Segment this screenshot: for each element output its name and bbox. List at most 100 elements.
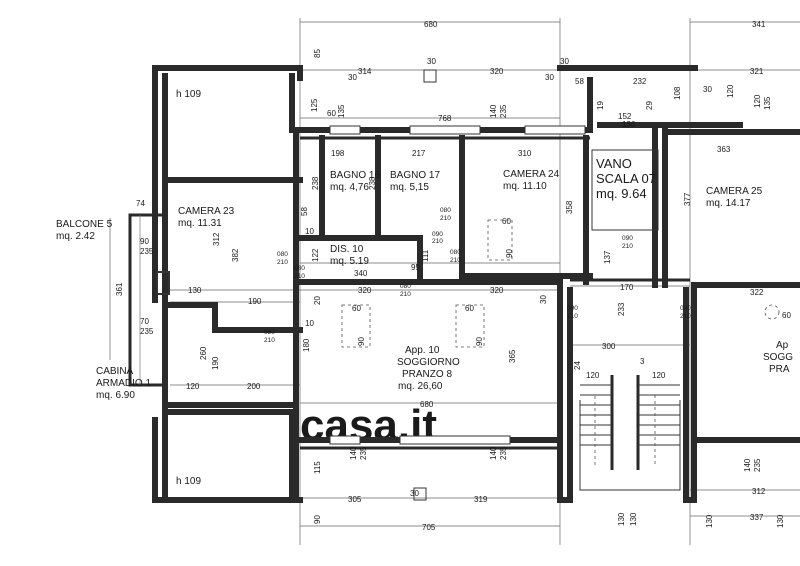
dim-text: 320 <box>490 67 504 76</box>
label-soggiorno-area: mq. 26,60 <box>398 381 443 392</box>
opening-text: 210 <box>264 337 275 344</box>
dim-text: 152 <box>618 112 632 121</box>
dim-text: 60 <box>352 304 361 313</box>
dim-text: 90 <box>313 515 322 524</box>
label-vano-line1: VANO <box>596 156 632 171</box>
dim-text: 322 <box>750 288 764 297</box>
dim-text: 74 <box>136 199 145 208</box>
label-camera24-area: mq. 11.10 <box>503 181 547 192</box>
dim-text: 680 <box>424 20 438 29</box>
dim-text: 140 <box>349 446 358 460</box>
opening-text: 210 <box>567 313 578 320</box>
dim-text: 238 <box>311 176 320 190</box>
dim-text: 235 <box>140 247 154 256</box>
dim-text: 70 <box>140 317 149 326</box>
dim-text: 29 <box>645 101 654 110</box>
dim-text: 20 <box>313 296 322 305</box>
dim-text: 361 <box>115 282 124 296</box>
opening-text: 210 <box>450 257 461 264</box>
opening-labels: 080 210 080 210 080 210 080 210 090 210 … <box>264 57 691 498</box>
stair-treads <box>580 384 680 465</box>
opening-text: 30 <box>348 73 357 82</box>
dim-text: 170 <box>620 283 634 292</box>
opening-text: 090 <box>567 305 578 312</box>
dim-text: 125 <box>310 98 319 112</box>
label-camera25-name: CAMERA 25 <box>706 186 763 197</box>
dim-text: 705 <box>422 523 436 532</box>
dim-text: 60 <box>782 311 791 320</box>
dim-text: 382 <box>231 248 240 262</box>
dim-text: 137 <box>603 250 612 264</box>
label-camera25-area: mq. 14.17 <box>706 198 751 209</box>
dim-text: 130 <box>629 512 638 526</box>
dim-text: 377 <box>683 192 692 206</box>
dim-text: 58 <box>300 207 309 216</box>
opening-text: 210 <box>622 243 633 250</box>
label-right-line1: Ap <box>776 340 789 351</box>
dim-text: 238 <box>368 176 377 190</box>
dim-text: 120 <box>186 382 200 391</box>
opening-text: 080 <box>440 207 451 214</box>
dim-text: 365 <box>508 349 517 363</box>
label-cabina-line1: CABINA <box>96 366 134 377</box>
opening-text: 080 <box>450 249 461 256</box>
dim-text: 341 <box>752 20 766 29</box>
dimension-numbers: 680 341 85 314 320 321 232 58 30 108 120… <box>115 20 791 532</box>
dim-text: 120 <box>753 94 762 108</box>
label-bagno16-area: mq. 4,76 <box>330 182 369 193</box>
label-soggiorno-line3: PRANZO 8 <box>402 369 452 380</box>
dim-text: 24 <box>573 361 582 370</box>
dim-text: 136 <box>622 120 636 129</box>
opening-text: 210 <box>432 238 443 245</box>
dim-text: 90 <box>140 237 149 246</box>
opening-text: 090 <box>680 305 691 312</box>
label-right-line2: SOGG <box>763 352 793 363</box>
dim-text: 30 <box>539 295 548 304</box>
dim-text: 120 <box>652 371 666 380</box>
dim-text: 198 <box>331 149 345 158</box>
dim-text: 10 <box>305 319 314 328</box>
label-soggiorno-line2: SOGGIORNO <box>397 357 460 368</box>
dim-text: 130 <box>617 512 626 526</box>
dim-text: 235 <box>499 104 508 118</box>
dim-text: 135 <box>337 104 346 118</box>
dim-text: 305 <box>348 495 362 504</box>
dim-text: 235 <box>359 446 368 460</box>
dim-text: 319 <box>474 495 488 504</box>
label-balcone-name: BALCONE 5 <box>56 219 113 230</box>
dim-text: 108 <box>673 86 682 100</box>
dim-text: 680 <box>420 400 434 409</box>
dim-text: 135 <box>763 96 772 110</box>
opening-text: 210 <box>400 291 411 298</box>
opening-text: 210 <box>440 215 451 222</box>
dim-text: 90 <box>357 337 366 346</box>
opening-text: 210 <box>680 313 691 320</box>
dim-text: 95 <box>411 263 420 272</box>
walls <box>128 65 800 503</box>
opening-text: 210 <box>277 259 288 266</box>
opening-text: 30 <box>560 57 569 66</box>
label-dis-name: DIS. 10 <box>330 244 364 255</box>
dim-text: 363 <box>717 145 731 154</box>
dim-text: 217 <box>412 149 426 158</box>
dim-text: 340 <box>354 269 368 278</box>
label-cabina-line2: ARMADIO 1 <box>96 378 151 389</box>
dim-text: 130 <box>705 514 714 528</box>
dim-text: 320 <box>358 286 372 295</box>
dim-text: 232 <box>633 77 647 86</box>
dim-text: 130 <box>188 286 202 295</box>
dim-text: 60 <box>502 217 511 226</box>
opening-text: 080 <box>294 265 305 272</box>
dim-text: 120 <box>726 84 735 98</box>
label-bagno17-area: mq. 5,15 <box>390 182 429 193</box>
dim-text: 312 <box>212 232 221 246</box>
dim-text: 190 <box>248 297 262 306</box>
opening-text: 30 <box>410 489 419 498</box>
dim-text: 235 <box>753 458 762 472</box>
dim-text: 90 <box>505 249 514 258</box>
opening-text: 30 <box>545 73 554 82</box>
label-bagno17-name: BAGNO 17 <box>390 170 440 181</box>
dim-text: 3 <box>640 357 645 366</box>
opening-text: 080 <box>277 251 288 258</box>
label-h109-bottom: h 109 <box>176 476 201 487</box>
